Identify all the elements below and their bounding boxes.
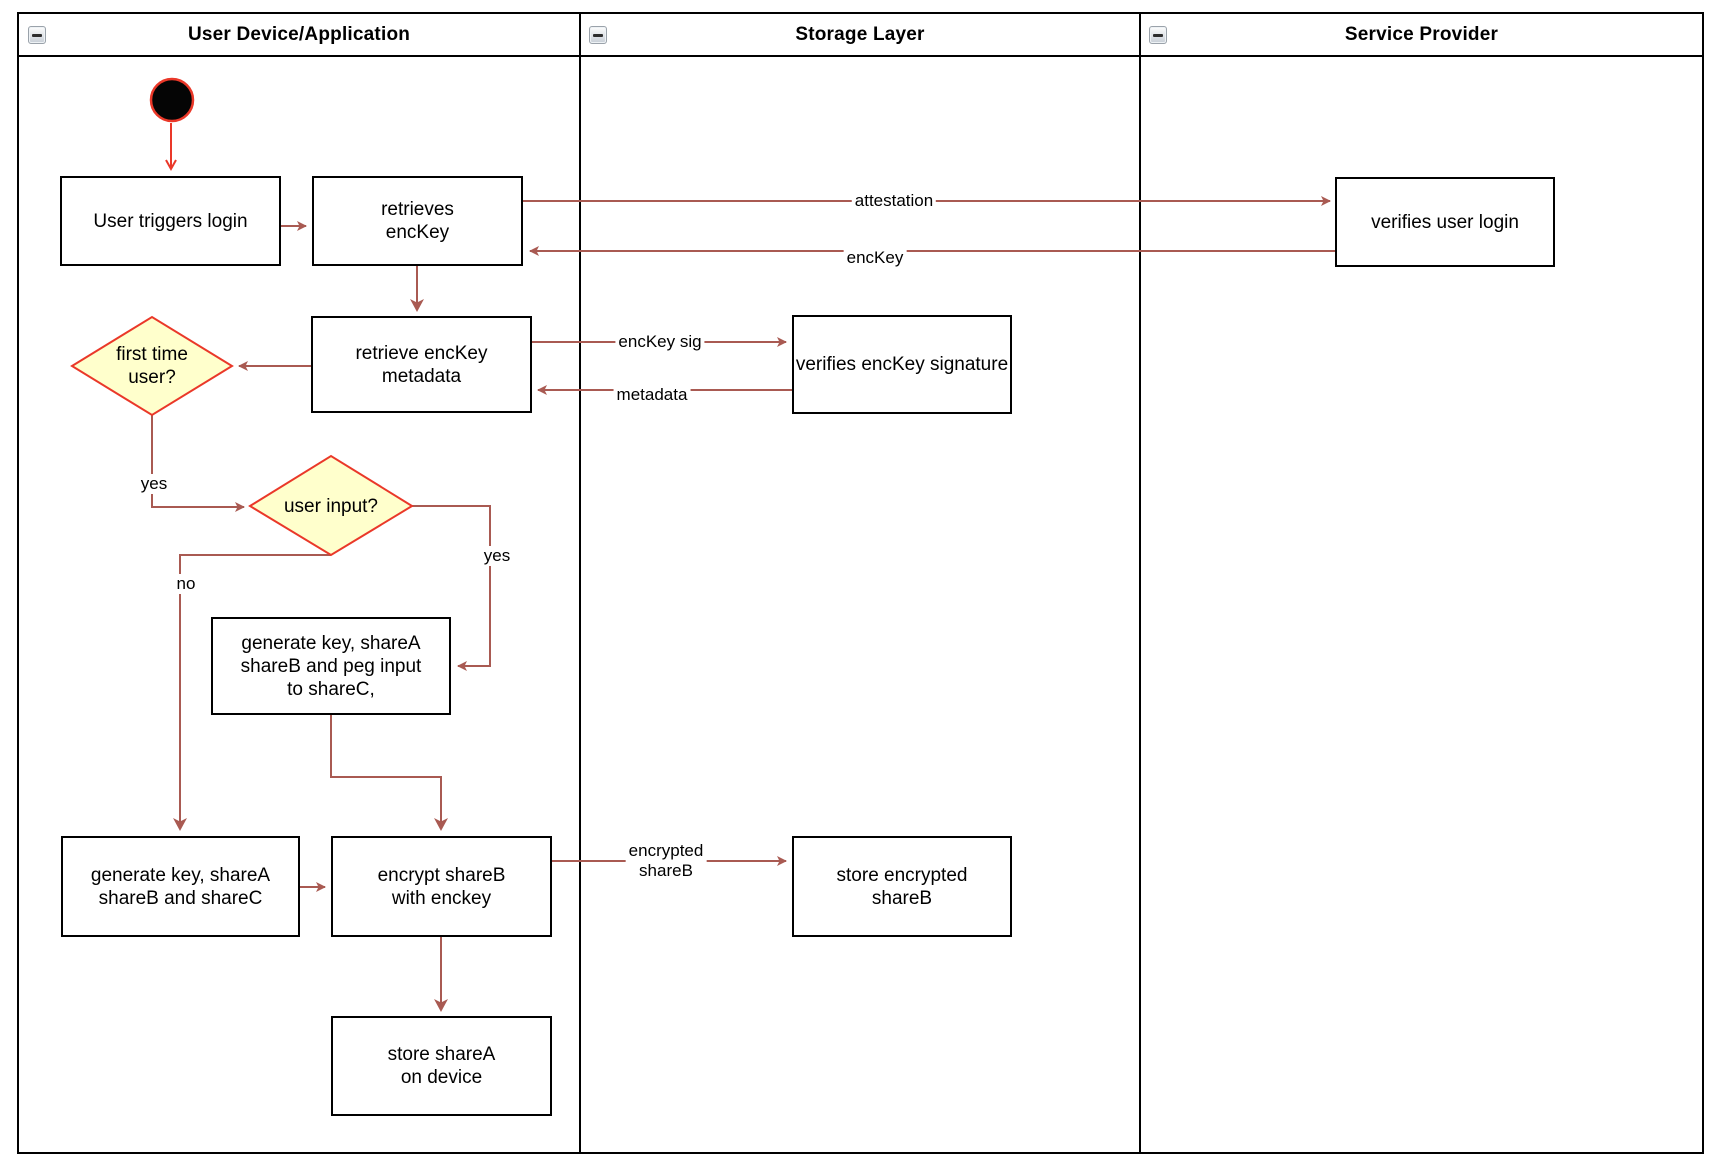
- edge-label-encrypted-shareb[interactable]: encrypted shareB: [625, 841, 707, 881]
- edge-label-yes-first-time[interactable]: yes: [137, 474, 171, 494]
- decision-first-time-user[interactable]: [70, 315, 234, 417]
- node-generate-key-sharec[interactable]: generate key, shareA shareB and shareC: [61, 836, 300, 937]
- edge-label-enckey[interactable]: encKey: [843, 248, 907, 268]
- edge-label-yes-user-input[interactable]: yes: [480, 546, 514, 566]
- edge-label-attestation[interactable]: attestation: [851, 191, 937, 211]
- node-user-triggers-login[interactable]: User triggers login: [60, 176, 281, 266]
- minus-icon: [1153, 33, 1163, 37]
- node-verifies-enckey-signature[interactable]: verifies encKey signature: [792, 315, 1012, 414]
- edge-userinput-no[interactable]: [173, 554, 331, 831]
- collapse-lane-icon[interactable]: [1149, 26, 1167, 44]
- node-retrieve-enckey-metadata[interactable]: retrieve encKey metadata: [311, 316, 532, 413]
- collapse-lane-icon[interactable]: [589, 26, 607, 44]
- edge-peg-to-encrypt[interactable]: [330, 715, 448, 831]
- minus-icon: [593, 33, 603, 37]
- node-retrieves-enckey[interactable]: retrieves encKey: [312, 176, 523, 266]
- node-store-encrypted-shareb[interactable]: store encrypted shareB: [792, 836, 1012, 937]
- edge-label-no[interactable]: no: [173, 574, 199, 594]
- edge-userinput-yes[interactable]: [412, 505, 491, 671]
- collapse-lane-icon[interactable]: [28, 26, 46, 44]
- minus-icon: [32, 33, 42, 37]
- node-store-sharea[interactable]: store shareA on device: [331, 1016, 552, 1116]
- lane-header-storage-layer[interactable]: Storage Layer: [795, 23, 925, 45]
- edge-firsttime-yes[interactable]: [151, 415, 245, 512]
- edge-label-enckey-sig[interactable]: encKey sig: [615, 332, 705, 352]
- decision-user-input[interactable]: [248, 454, 414, 557]
- node-encrypt-shareb[interactable]: encrypt shareB with enckey: [331, 836, 552, 937]
- lane-header-service-provider[interactable]: Service Provider: [1344, 23, 1499, 45]
- node-verifies-user-login[interactable]: verifies user login: [1335, 177, 1555, 267]
- lane-header-user-device[interactable]: User Device/Application: [187, 23, 411, 45]
- edge-label-metadata[interactable]: metadata: [613, 385, 691, 405]
- node-generate-key-peg-input[interactable]: generate key, shareA shareB and peg inpu…: [211, 617, 451, 715]
- start-node[interactable]: [149, 77, 195, 123]
